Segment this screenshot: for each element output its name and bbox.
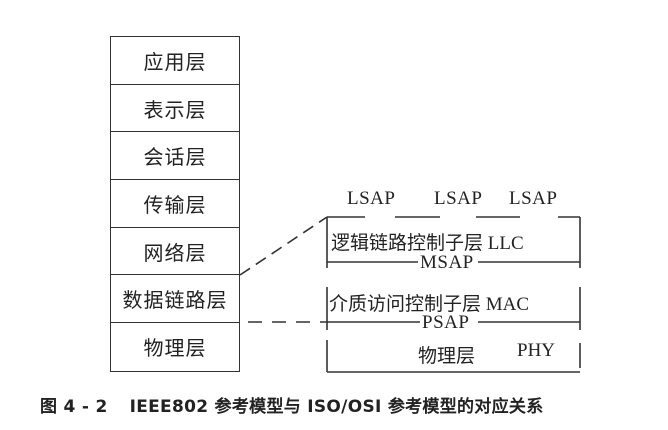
osi-layer-network: 网络层 [111, 228, 239, 276]
osi-layer-physical: 物理层 [143, 336, 207, 361]
lsap-label-3: LSAP [507, 188, 560, 210]
dashed-connector-upper [239, 216, 328, 276]
osi-layer-presentation: 表示层 [111, 85, 239, 133]
figure-number: 图 4 - 2 [40, 397, 108, 417]
llc-sublayer-label: 逻辑链路控制子层 LLC [331, 233, 524, 254]
msap-label: MSAP [418, 252, 476, 274]
phy-layer-label-cn: 物理层 [418, 346, 476, 367]
figure-caption-text: IEEE802 参考模型与 ISO/OSI 参考模型的对应关系 [129, 397, 544, 417]
osi-layer-transport: 传输层 [111, 180, 239, 228]
lsap-label-1: LSAP [345, 188, 398, 210]
lsap-label-2: LSAP [432, 188, 485, 210]
figure-caption: 图 4 - 2 IEEE802 参考模型与 ISO/OSI 参考模型的对应关系 [40, 392, 544, 417]
osi-layer-session: 会话层 [111, 132, 239, 181]
osi-layer-data-link: 数据链路层 [111, 275, 239, 324]
osi-layer-application: 应用层 [111, 37, 239, 85]
osi-reference-model-stack: 应用层 表示层 会话层 传输层 网络层 数据链路层 物理层 [110, 36, 240, 372]
psap-label: PSAP [420, 312, 472, 334]
mac-sublayer-label: 介质访问控制子层 MAC [329, 294, 530, 315]
phy-layer-label-abbr: PHY [517, 340, 556, 361]
